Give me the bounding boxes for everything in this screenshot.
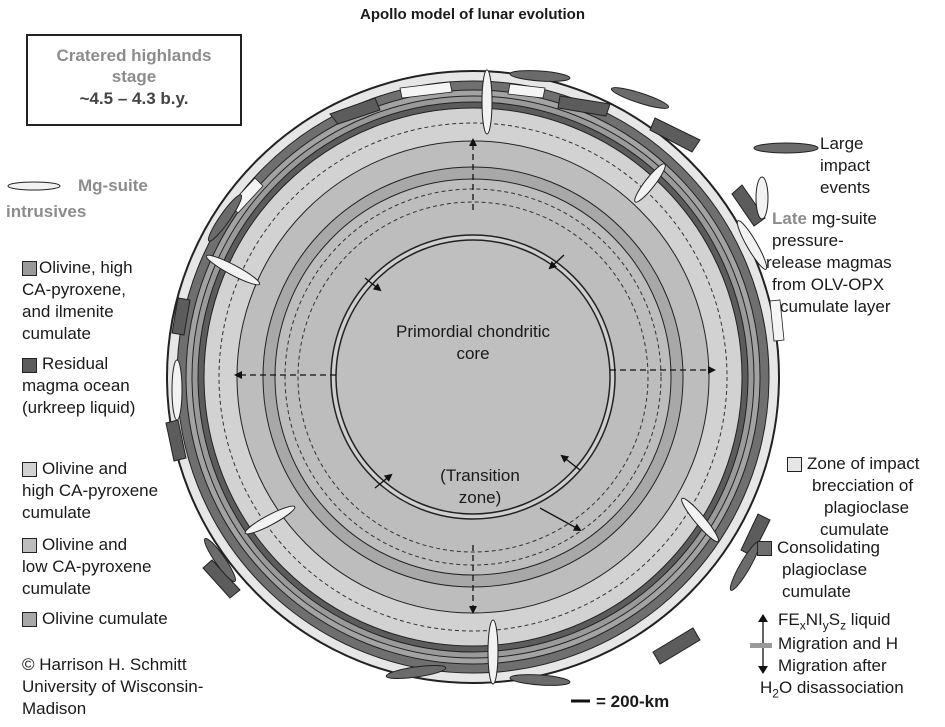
legend-swatch-olivine (22, 612, 37, 627)
copyright-line-3: Madison (22, 699, 87, 718)
legend-label: pressure- (772, 231, 844, 250)
legend-label: impact (820, 156, 871, 175)
late-mg-suite-label: Late mg-suite (772, 209, 877, 229)
legend-label: Zone of impact (807, 454, 920, 473)
core-arrow (364, 277, 382, 292)
crust-patch (507, 83, 546, 99)
impact-patch (165, 419, 187, 462)
transition-label-2: zone) (458, 488, 502, 507)
mg-suite-intrusive (681, 497, 719, 543)
crust-patch (399, 81, 453, 99)
mg-suite-intrusive (171, 359, 183, 421)
impact-patch (329, 97, 381, 125)
legend-swatch-olivine-high-ca-ilmenite (22, 261, 37, 276)
legend-swatch-consolidating (757, 541, 772, 556)
legend-label: Consolidating (777, 538, 881, 557)
migration-legend-icon (750, 614, 772, 674)
impact-patch (171, 297, 191, 336)
legend-label: Olivine, high (39, 258, 133, 277)
legend-label: cumulate layer (780, 297, 891, 316)
legend-label: high CA-pyroxene (22, 481, 159, 500)
stage-line-1: Cratered highlands (56, 46, 212, 65)
migration-label-4: H2O disassociation (760, 678, 904, 701)
impact-event-ellipse (610, 87, 670, 109)
impact-patch (649, 117, 701, 153)
legend-swatch-olivine-low-ca (22, 538, 37, 553)
impact-event-ellipse (509, 674, 571, 686)
legend-label: brecciation of (812, 476, 914, 495)
impact-event-ellipse (385, 665, 447, 679)
late-rest: mg-suite (811, 209, 877, 228)
legend-label: events (820, 178, 871, 197)
mg-suite-intrusive (487, 619, 499, 685)
impact-legend-icon (753, 142, 819, 154)
transition-arrow (539, 507, 582, 531)
impact-patch (652, 627, 701, 665)
mg-suite-intrusive (481, 69, 493, 135)
core-arrow (548, 254, 565, 270)
impact-event-ellipse (207, 194, 243, 242)
legend-label: from OLV-OPX (772, 275, 885, 294)
legend-label: cumulate (22, 503, 91, 522)
dashed-ring-1 (218, 122, 728, 632)
mg-suite-label-2: intrusives (6, 202, 87, 221)
legend-label: and ilmenite (22, 302, 114, 321)
legend-label: Residual (42, 354, 109, 373)
page-title: Apollo model of lunar evolution (360, 6, 585, 23)
stage-line-3: ~4.5 – 4.3 b.y. (79, 89, 189, 108)
mg-suite-intrusive (736, 220, 768, 270)
legend-label: CA-pyroxene, (22, 280, 126, 299)
migration-label-2: Migration and H (778, 634, 899, 653)
stage-line-2: stage (111, 67, 157, 86)
legend-label: release magmas (766, 253, 892, 272)
stage-box: Cratered highlands stage ~4.5 – 4.3 b.y. (26, 34, 242, 126)
dashed-ring-3 (297, 201, 649, 553)
late-mg-suite-legend-icon (755, 176, 769, 220)
mg-suite-intrusive (244, 505, 296, 535)
legend-label: Olivine cumulate (42, 609, 168, 628)
impact-patch (557, 95, 611, 117)
copyright-line-1: © Harrison H. Schmitt (22, 655, 187, 674)
impact-event-ellipse (204, 538, 236, 582)
mg-suite-label-1: Mg-suite (78, 176, 148, 195)
legend-label: Olivine and (42, 459, 128, 478)
late-emphasis: Late (772, 209, 807, 228)
core-arrow (374, 473, 393, 489)
legend-swatch-impact-brecciation (787, 457, 802, 472)
core-label-2: core (456, 344, 490, 363)
scale-label: = 200-km (596, 692, 670, 711)
legend-label: Olivine and (42, 535, 128, 554)
legend-label: cumulate (22, 324, 91, 343)
legend-label: low CA-pyroxene (22, 557, 152, 576)
impact-event-ellipse (509, 70, 571, 82)
crust-patch (769, 299, 785, 342)
legend-label: (urkreep liquid) (22, 398, 136, 417)
legend-label: plagioclase (824, 498, 910, 517)
copyright-line-2: University of Wisconsin- (22, 677, 204, 696)
core-arrow (560, 454, 581, 471)
legend-label: Large (820, 134, 864, 153)
legend-label: cumulate (782, 582, 851, 601)
mg-suite-intrusive (205, 254, 261, 286)
legend-label: magma ocean (22, 376, 130, 395)
migration-label-3: Migration after (778, 656, 887, 675)
legend-swatch-residual-magma (22, 358, 37, 373)
primordial-core (335, 239, 611, 515)
core-label-1: Primordial chondritic (396, 322, 550, 341)
mg-suite-legend-icon (7, 181, 61, 191)
legend-label: plagioclase (782, 560, 868, 579)
legend-label: cumulate (22, 579, 91, 598)
transition-label-1: (Transition (440, 466, 520, 485)
migration-label-1: FExNIySz liquid (778, 610, 891, 633)
legend-swatch-olivine-high-ca (22, 462, 37, 477)
legend-label: cumulate (820, 520, 889, 539)
mg-suite-intrusive (634, 163, 666, 203)
